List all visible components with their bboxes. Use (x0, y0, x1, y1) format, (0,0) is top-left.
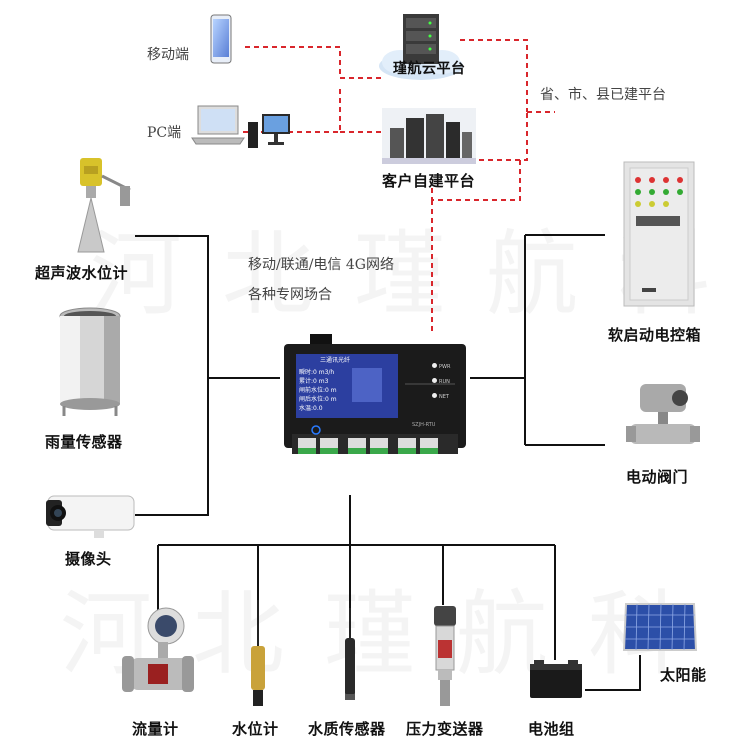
network-label-line2: 各种专网场合 (248, 287, 332, 303)
led-net: NET (432, 393, 449, 400)
device-screen-title: 三通讯光纤 (320, 357, 351, 364)
solar-panel-label: 太阳能 (660, 666, 707, 684)
ultrasonic-level-meter-label: 超声波水位计 (35, 264, 129, 282)
led-run: RUN (432, 378, 450, 385)
dashed-network-links (243, 39, 555, 335)
electric-valve-label: 电动阀门 (626, 468, 689, 486)
network-label-line1: 移动/联通/电信 4G网络 (248, 257, 394, 273)
camera-label: 摄像头 (65, 550, 112, 568)
battery-icon (528, 658, 584, 700)
rain-gauge-icon (54, 306, 126, 418)
mobile-label: 移动端 (147, 47, 189, 63)
device-model-label: SZJH-RTU (412, 422, 436, 428)
device-screen-line-2: 闸前水位:0 m (299, 387, 337, 394)
server-rack-icon (382, 108, 476, 164)
device-screen-line-0: 瞬时:0 m3/h (299, 369, 335, 376)
water-quality-sensor-icon (336, 608, 364, 704)
battery-label: 电池组 (528, 720, 575, 738)
pc-label: PC端 (147, 125, 182, 141)
customer-platform-label: 客户自建平台 (382, 172, 476, 190)
led-pwr: PWR (432, 363, 450, 370)
flow-meter-label: 流量计 (132, 720, 179, 738)
pressure-transmitter-icon (428, 604, 462, 708)
led-pwr-label: PWR (439, 364, 451, 370)
device-screen-line-3: 闸后水位:0 m (299, 396, 337, 403)
rtu-device: 三通讯光纤 瞬时:0 m3/h 累计:0 m3 闸前水位:0 m 闸后水位:0 … (280, 334, 470, 462)
rain-gauge-label: 雨量传感器 (45, 433, 123, 451)
water-level-sensor-label: 水位计 (232, 720, 279, 738)
solid-device-links (135, 234, 641, 691)
camera-icon (44, 490, 136, 540)
cloud-server-icon (378, 10, 464, 82)
solar-panel-icon (622, 602, 698, 656)
cloud-platform-label: 瑾航云平台 (393, 61, 466, 77)
control-cabinet-icon (622, 160, 696, 308)
device-screen-line-1: 累计:0 m3 (299, 378, 329, 385)
smartphone-icon (210, 14, 232, 64)
desktop-pc-icon (246, 112, 292, 150)
flow-meter-icon (120, 606, 196, 702)
ultrasonic-level-meter-icon (72, 156, 134, 256)
water-quality-sensor-label: 水质传感器 (308, 720, 386, 738)
electric-valve-icon (626, 380, 700, 454)
control-cabinet-label: 软启动电控箱 (608, 326, 702, 344)
led-net-label: NET (439, 394, 449, 400)
watermark-top: 河北瑾航科 (90, 221, 750, 328)
led-run-label: RUN (439, 379, 450, 385)
laptop-icon (190, 104, 246, 148)
gov-platform-label: 省、市、县已建平台 (540, 87, 666, 103)
pressure-transmitter-label: 压力变送器 (406, 720, 484, 738)
water-level-sensor-icon (240, 600, 276, 708)
device-screen-line-4: 水温:0.0 (299, 405, 323, 412)
